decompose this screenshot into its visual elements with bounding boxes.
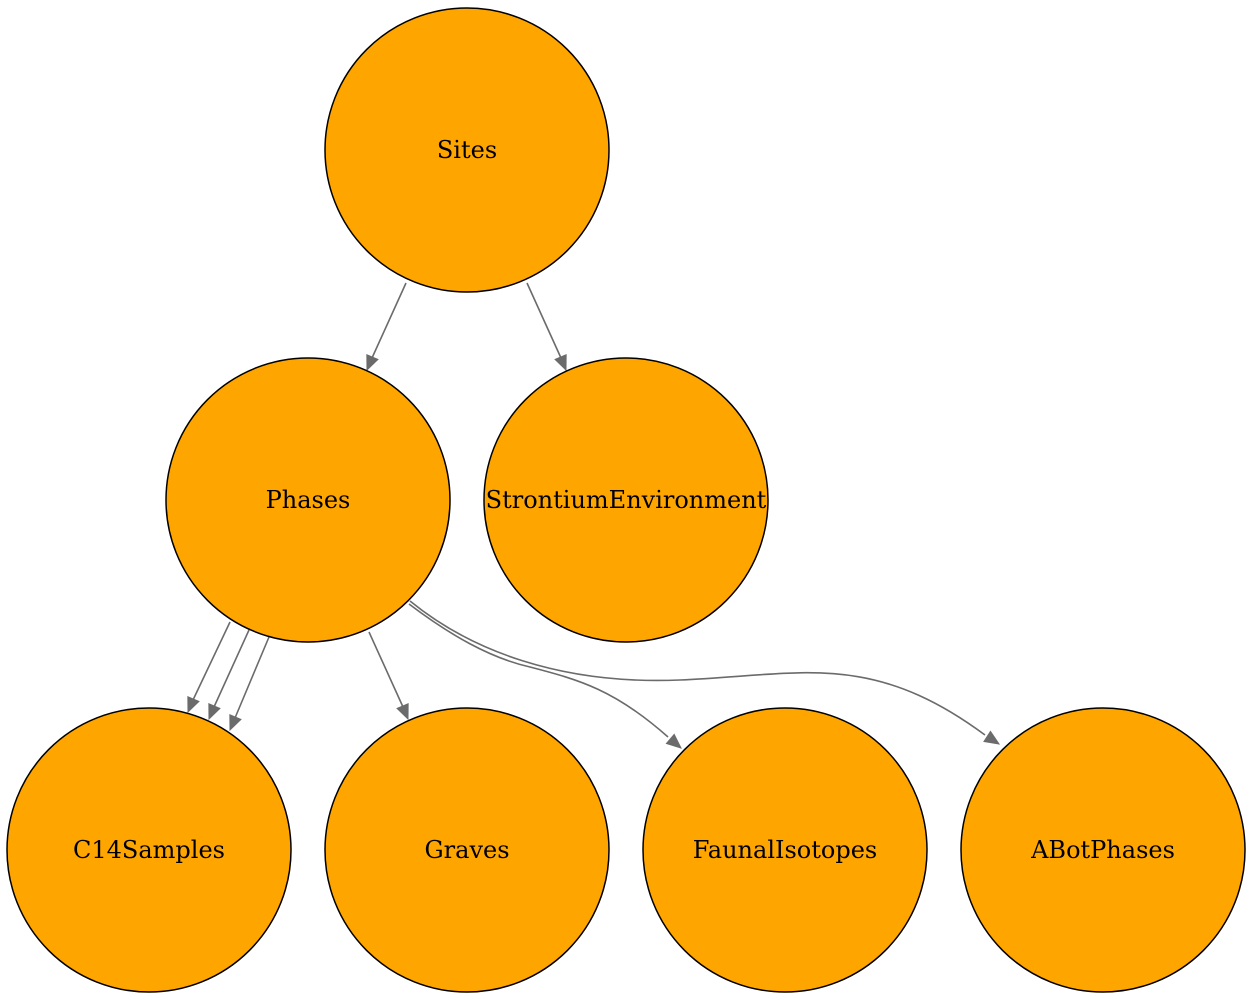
- node-abot: ABotPhases: [960, 707, 1246, 993]
- arrowhead-icon: [366, 354, 379, 372]
- arrowhead-icon: [187, 696, 200, 714]
- node-strontium: StrontiumEnvironment: [483, 357, 769, 643]
- edge-line: [213, 629, 250, 708]
- node-circle: [642, 707, 928, 993]
- edge-phases-to-c14: [208, 629, 250, 721]
- edge-line: [526, 282, 562, 359]
- node-graves: Graves: [324, 707, 610, 993]
- arrowhead-icon: [229, 714, 242, 732]
- edge-line: [408, 603, 669, 738]
- node-circle: [165, 357, 451, 643]
- arrowhead-icon: [665, 733, 682, 749]
- edge-phases-to-c14: [187, 621, 231, 714]
- node-label: C14Samples: [73, 836, 225, 864]
- edge-phases-to-abot: [409, 600, 1001, 745]
- node-label: Sites: [437, 136, 497, 164]
- edge-phases-to-graves: [368, 631, 409, 721]
- edge-phases-to-faunal: [408, 603, 682, 749]
- node-circle: [960, 707, 1246, 993]
- arrowhead-icon: [983, 730, 1001, 745]
- node-circle: [483, 357, 769, 643]
- node-label: ABotPhases: [1030, 836, 1175, 864]
- edge-sites-to-strontium: [526, 282, 567, 372]
- node-faunal: FaunalIsotopes: [642, 707, 928, 993]
- node-phases: Phases: [165, 357, 451, 643]
- edge-line: [234, 636, 270, 719]
- edge-sites-to-phases: [366, 282, 407, 372]
- node-circle: [6, 707, 292, 993]
- node-c14: C14Samples: [6, 707, 292, 993]
- node-sites: Sites: [324, 7, 610, 293]
- arrowhead-icon: [554, 354, 567, 372]
- node-circle: [324, 7, 610, 293]
- arrowhead-icon: [396, 703, 409, 721]
- edge-line: [192, 621, 231, 701]
- edge-line: [409, 600, 986, 736]
- edge-line: [368, 631, 404, 708]
- node-label: Phases: [266, 486, 351, 514]
- node-label: FaunalIsotopes: [693, 836, 877, 864]
- node-circle: [324, 707, 610, 993]
- node-label: Graves: [424, 836, 509, 864]
- arrowhead-icon: [208, 703, 221, 721]
- node-label: StrontiumEnvironment: [486, 486, 767, 514]
- edge-line: [371, 282, 407, 359]
- edges-layer: [187, 282, 1001, 749]
- edge-phases-to-c14: [229, 636, 270, 732]
